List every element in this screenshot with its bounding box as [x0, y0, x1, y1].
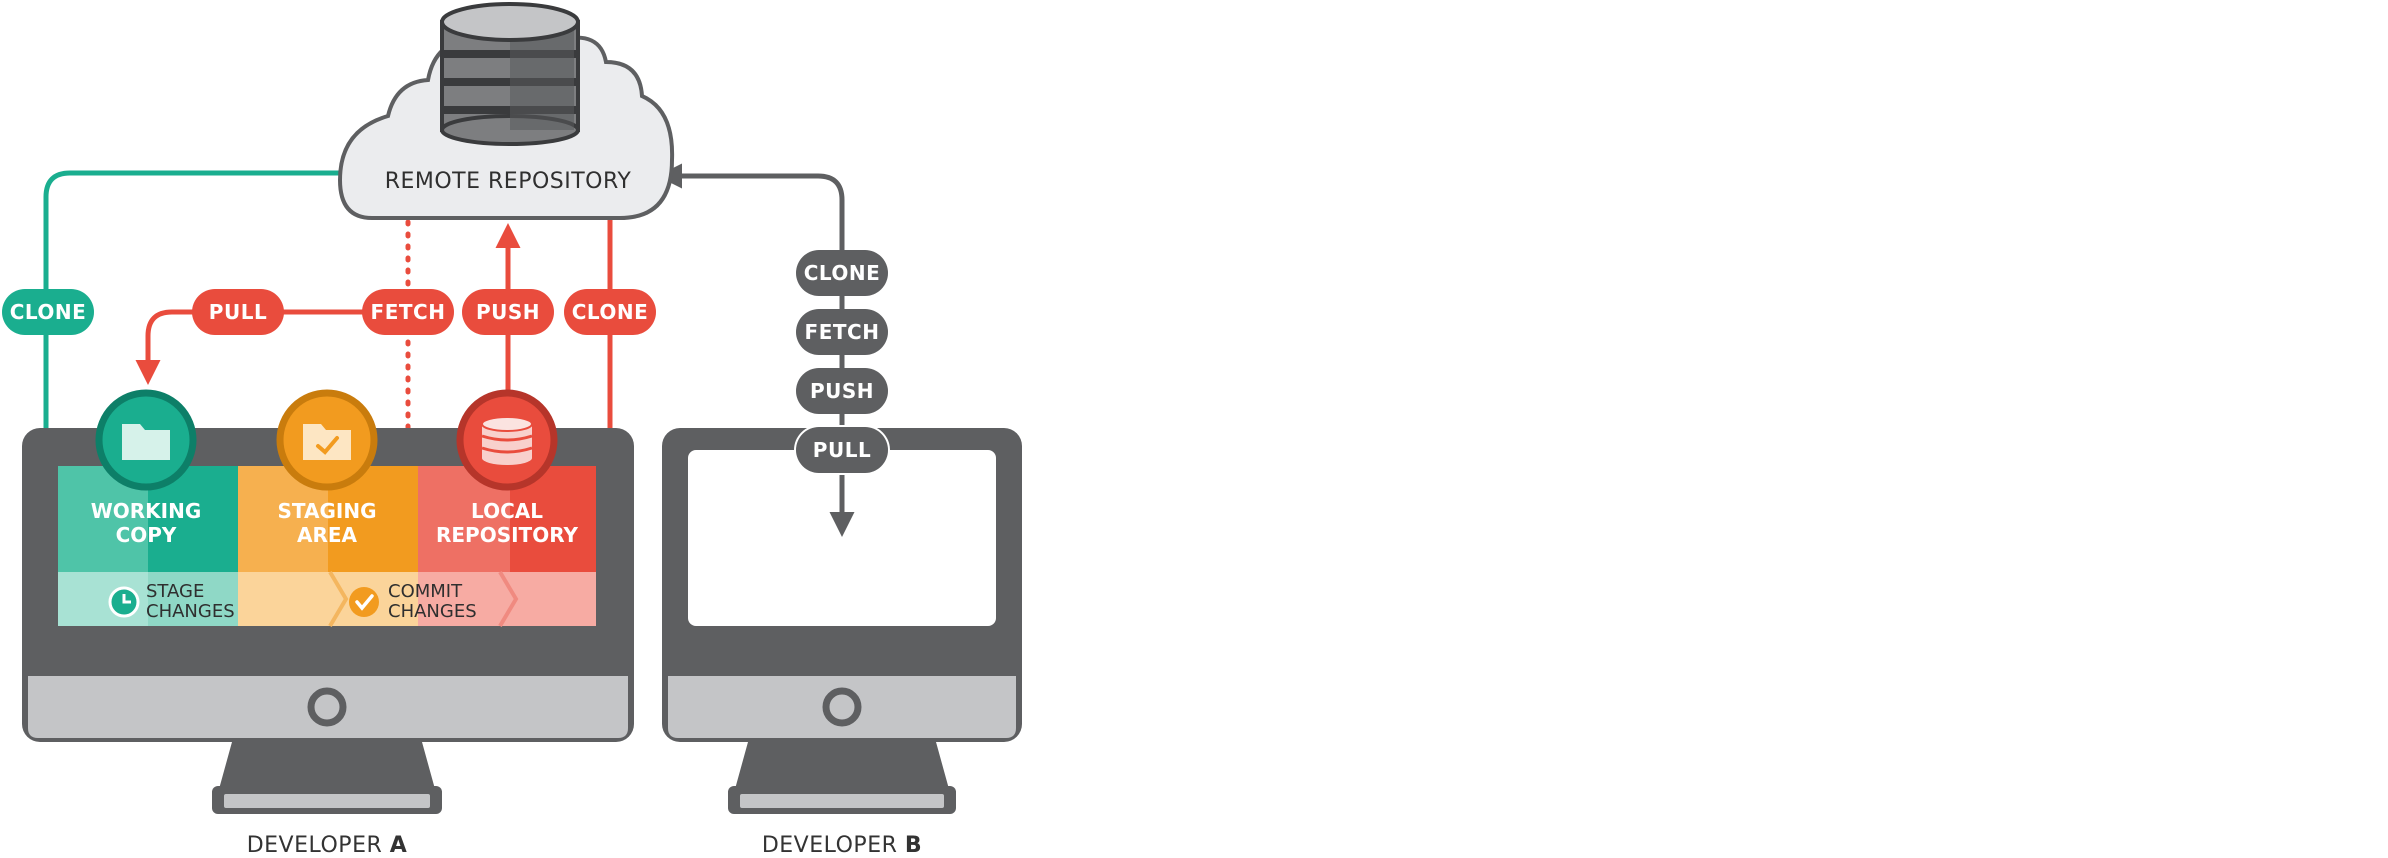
- svg-text:CLONE: CLONE: [804, 261, 881, 285]
- developer-a-screen: WORKING COPY STAGING AREA LOCAL REPOSITO…: [58, 466, 596, 628]
- clone-pill-green[interactable]: CLONE: [2, 289, 94, 335]
- svg-text:FETCH: FETCH: [805, 320, 880, 344]
- database-icon: [440, 2, 580, 146]
- commit-changes-label-line2: CHANGES: [388, 601, 477, 622]
- developer-b-pull-pill[interactable]: PULL: [794, 425, 890, 475]
- developer-b-fetch-pill[interactable]: FETCH: [796, 309, 888, 355]
- stage-changes-label-line2: CHANGES: [146, 601, 235, 622]
- developer-b-monitor: [662, 428, 1022, 814]
- developer-b-label-letter: B: [905, 833, 922, 858]
- working-copy-folder-icon: [95, 389, 197, 491]
- svg-text:PULL: PULL: [813, 438, 871, 462]
- svg-text:CLONE: CLONE: [10, 300, 87, 324]
- svg-text:FETCH: FETCH: [371, 300, 446, 324]
- local-repository-database-icon: [456, 389, 558, 491]
- fetch-pill[interactable]: FETCH: [362, 289, 454, 335]
- svg-text:PULL: PULL: [209, 300, 267, 324]
- local-repository-label-line1: LOCAL: [471, 499, 543, 523]
- svg-text:CLONE: CLONE: [572, 300, 649, 324]
- push-pill[interactable]: PUSH: [462, 289, 554, 335]
- commit-changes-label-line1: COMMIT: [388, 581, 463, 602]
- remote-repository-cloud: REMOTE REPOSITORY: [337, 2, 675, 220]
- staging-area-folder-check-icon: [276, 389, 378, 491]
- staging-area-label-line1: STAGING: [278, 499, 377, 523]
- developer-b-clone-pill[interactable]: CLONE: [796, 250, 888, 296]
- developer-a-label-prefix: DEVELOPER: [247, 833, 390, 858]
- svg-text:PUSH: PUSH: [810, 379, 874, 403]
- developer-b-push-pill[interactable]: PUSH: [796, 368, 888, 414]
- developer-b-screen: [688, 450, 996, 626]
- working-copy-label-line2: COPY: [116, 523, 177, 547]
- clone-pill-red[interactable]: CLONE: [564, 289, 656, 335]
- working-copy-label-line1: WORKING: [91, 499, 202, 523]
- developer-b-sync-line: [657, 163, 845, 540]
- pull-line: [135, 309, 400, 385]
- developer-b-label: DEVELOPER B: [762, 833, 922, 858]
- developer-a-label-letter: A: [390, 833, 408, 858]
- commit-changes-icon: [349, 587, 379, 617]
- stage-changes-icon: [108, 586, 140, 618]
- stage-changes-label-line1: STAGE: [146, 581, 204, 602]
- svg-text:PUSH: PUSH: [476, 300, 540, 324]
- local-repository-label-line2: REPOSITORY: [436, 523, 579, 547]
- pull-pill[interactable]: PULL: [192, 289, 284, 335]
- git-workflow-diagram: REMOTE REPOSITORY WORKING COPY STAGING A…: [2, 2, 1022, 858]
- remote-repository-label: REMOTE REPOSITORY: [385, 169, 632, 194]
- developer-a-label: DEVELOPER A: [247, 833, 408, 858]
- developer-b-label-prefix: DEVELOPER: [762, 833, 905, 858]
- staging-area-label-line2: AREA: [297, 523, 358, 547]
